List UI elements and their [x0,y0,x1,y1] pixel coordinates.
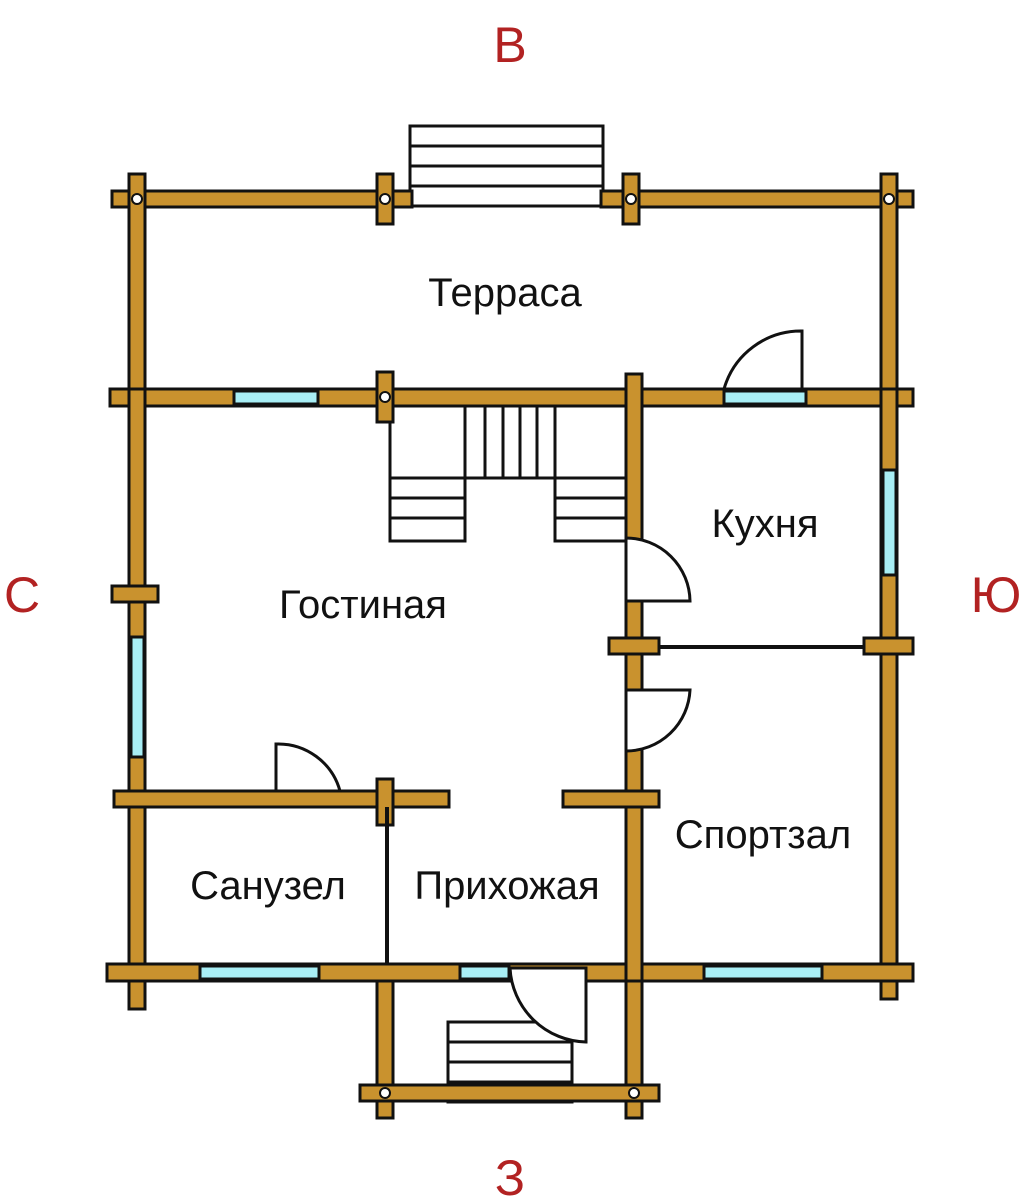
door-living-kitchen [624,536,692,603]
room-label-gym: Спортзал [675,813,851,857]
interior-staircase [388,404,629,543]
compass-east: Ю [971,567,1022,623]
door-entrance [508,966,588,1044]
room-label-bathroom: Санузел [190,864,346,908]
log-ends [131,193,895,1099]
compass-north: В [493,17,526,73]
windows [129,389,898,981]
room-label-kitchen: Кухня [711,502,818,546]
room-label-hallway: Прихожая [414,864,599,908]
thin-partitions [385,645,864,964]
room-label-terrace: Терраса [428,271,582,315]
compass-west: С [4,567,40,623]
room-label-living-room: Гостиная [279,583,447,627]
doors [274,329,804,1044]
compass-south: З [495,1150,525,1200]
stairs-north-terrace [408,124,605,208]
door-hallway-gym [624,688,692,753]
door-bathroom [274,742,342,793]
door-terrace-kitchen [722,329,804,391]
